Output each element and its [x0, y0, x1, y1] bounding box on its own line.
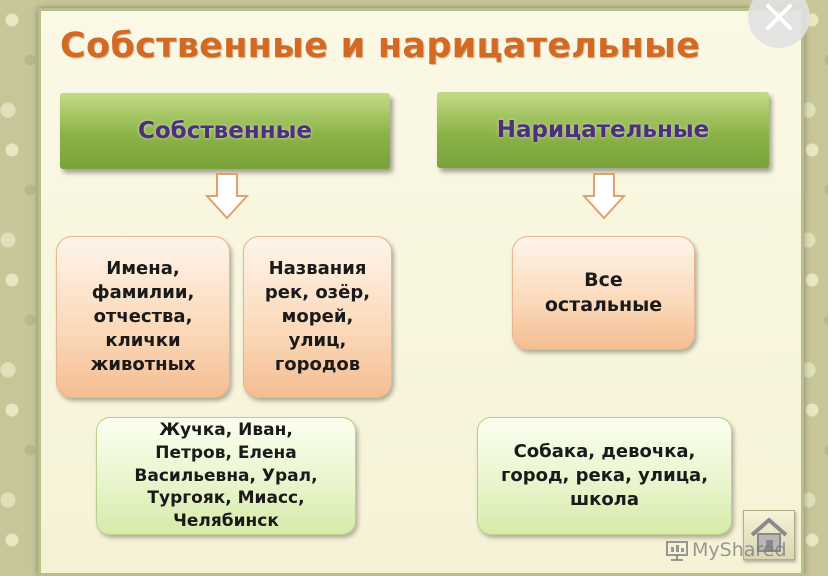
examples-common: Собака, девочка, город, река, улица, шко… [477, 417, 732, 535]
category-names: Имена, фамилии, отчества, клички животны… [56, 236, 230, 398]
header-proper: Собственные [60, 93, 390, 169]
category-rest: Все остальные [512, 236, 695, 350]
down-arrow-icon [205, 173, 249, 220]
presentation-icon [666, 541, 688, 561]
close-icon [766, 4, 792, 30]
home-icon [750, 518, 788, 552]
close-button[interactable] [748, 0, 810, 48]
examples-proper: Жучка, Иван, Петров, Елена Васильевна, У… [96, 417, 356, 535]
header-common: Нарицательные [437, 92, 769, 168]
home-button[interactable] [743, 510, 795, 560]
watermark: MyShared [664, 538, 787, 562]
watermark-text: MyShared [692, 539, 787, 561]
down-arrow-icon [582, 173, 626, 220]
category-places: Названия рек, озёр, морей, улиц, городов [243, 236, 392, 398]
slide-title: Собственные и нарицательные [60, 26, 701, 66]
